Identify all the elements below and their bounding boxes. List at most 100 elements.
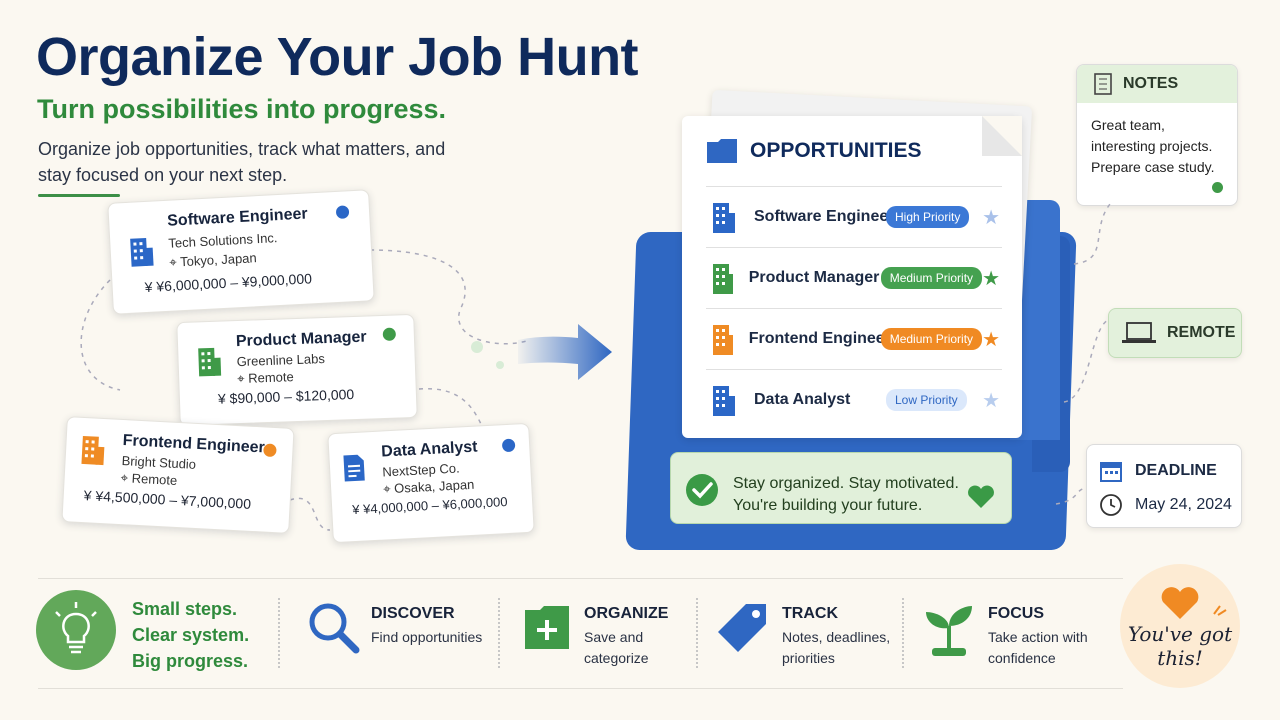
notebook-icon — [1094, 73, 1112, 95]
tagline-line: Small steps. — [132, 599, 238, 619]
lightbulb-icon — [36, 590, 116, 670]
page-subtitle: Turn possibilities into progress. — [37, 94, 447, 124]
building-icon — [198, 347, 222, 377]
separator — [278, 598, 280, 668]
job-card[interactable]: Frontend Engineer Bright Studio ⌖ Remote… — [61, 416, 295, 534]
clock-icon — [1100, 494, 1122, 516]
sprout-icon — [926, 606, 972, 656]
feature-text: Find opportunities — [371, 629, 483, 645]
banner-line2: You're building your future. — [733, 497, 923, 514]
star-icon[interactable]: ★ — [982, 389, 1000, 412]
opportunity-row[interactable]: Data Analyst Low Priority ★ — [706, 369, 1002, 430]
encouragement-line: You've got — [1127, 622, 1233, 646]
money-icon: ¥ — [144, 278, 157, 296]
money-icon: ¥ — [351, 501, 364, 518]
job-location: Tokyo, Japan — [179, 250, 258, 270]
job-title: Product Manager — [235, 328, 367, 351]
folder-icon — [707, 139, 737, 163]
job-card[interactable]: Data Analyst NextStep Co. ⌖ Osaka, Japan… — [327, 422, 535, 544]
folder-plus-icon — [525, 606, 569, 649]
separator — [696, 598, 698, 668]
feature-text: Save and categorize — [584, 629, 649, 666]
location-pin-icon: ⌖ — [382, 480, 395, 497]
heart-icon — [968, 485, 994, 508]
deadline-card[interactable]: DEADLINE May 24, 2024 — [1086, 444, 1242, 528]
divider — [38, 578, 1123, 579]
feature-focus: FOCUS Take action with confidence — [988, 605, 1108, 669]
location-pin-icon: ⌖ — [237, 370, 249, 387]
page-title: Organize Your Job Hunt — [36, 27, 639, 87]
job-card[interactable]: Product Manager Greenline Labs ⌖ Remote … — [176, 313, 418, 427]
feature-discover: DISCOVER Find opportunities — [371, 605, 491, 648]
star-icon[interactable]: ★ — [982, 206, 1000, 229]
laptop-icon — [1122, 322, 1156, 343]
job-card[interactable]: Software Engineer Tech Solutions Inc. ⌖ … — [107, 189, 375, 315]
opportunity-title: Data Analyst — [754, 391, 851, 408]
banner-line1: Stay organized. Stay motivated. — [733, 475, 959, 492]
opportunity-title: Frontend Engineer — [748, 330, 891, 347]
feature-text: Take action with confidence — [988, 629, 1088, 666]
building-icon — [713, 325, 733, 355]
feature-heading: TRACK — [782, 605, 838, 622]
deadline-heading: DEADLINE — [1135, 462, 1217, 479]
money-icon: ¥ — [217, 390, 230, 407]
magnifier-icon — [309, 603, 360, 654]
heart-icon — [1161, 587, 1199, 619]
priority-badge: Medium Priority — [880, 267, 983, 289]
priority-badge: High Priority — [886, 206, 970, 228]
deadline-date: May 24, 2024 — [1135, 496, 1232, 513]
opportunities-heading: OPPORTUNITIES — [750, 139, 922, 162]
star-icon[interactable]: ★ — [982, 267, 1000, 290]
notes-heading: NOTES — [1123, 75, 1179, 92]
encouragement-badge: You've got this! — [1120, 564, 1240, 688]
page-description: Organize job opportunities, track what m… — [38, 139, 446, 185]
opportunity-title: Product Manager — [748, 269, 880, 286]
motivation-banner: Stay organized. Stay motivated. You're b… — [670, 452, 1012, 524]
tagline-line: Clear system. — [132, 625, 250, 645]
money-icon: ¥ — [83, 487, 96, 504]
divider — [38, 194, 120, 197]
check-circle-icon — [686, 474, 718, 506]
notes-line: Great team, — [1091, 117, 1165, 133]
tagline: Small steps. Clear system. Big progress. — [132, 596, 249, 674]
tag-icon — [718, 604, 766, 652]
dashed-connectors — [80, 249, 531, 531]
remote-tag[interactable]: REMOTE — [1108, 308, 1242, 358]
job-location: Osaka, Japan — [393, 476, 475, 496]
job-location: Remote — [131, 470, 178, 488]
star-icon[interactable]: ★ — [982, 328, 1000, 351]
tagline-line: Big progress. — [132, 651, 249, 671]
location-pin-icon: ⌖ — [120, 470, 133, 486]
feature-heading: ORGANIZE — [584, 605, 669, 622]
notes-line: Prepare case study. — [1091, 159, 1215, 175]
feature-text: Notes, deadlines, priorities — [782, 629, 891, 666]
opportunity-title: Software Engineer — [754, 208, 895, 225]
sparkle-icon — [1213, 605, 1227, 616]
right-connectors — [1055, 203, 1111, 505]
building-icon — [130, 237, 154, 267]
job-salary: ¥6,000,000 – ¥9,000,000 — [155, 270, 313, 295]
calendar-icon — [1100, 462, 1122, 482]
feature-heading: DISCOVER — [371, 605, 455, 622]
feature-heading: FOCUS — [988, 605, 1044, 622]
feature-organize: ORGANIZE Save and categorize — [584, 605, 684, 669]
job-salary: $90,000 – $120,000 — [229, 386, 355, 407]
document-icon — [343, 454, 365, 482]
priority-badge: Low Priority — [886, 389, 967, 411]
building-icon — [713, 264, 733, 294]
job-location: Remote — [247, 369, 294, 386]
separator — [498, 598, 500, 668]
arrow-right-icon — [518, 324, 612, 380]
page-fold — [982, 116, 1022, 156]
divider — [38, 688, 1123, 689]
notes-line: interesting projects. — [1091, 138, 1213, 154]
feature-track: TRACK Notes, deadlines, priorities — [782, 605, 892, 669]
building-icon — [713, 203, 735, 233]
building-icon — [713, 386, 735, 416]
status-dot — [1212, 182, 1223, 193]
notes-card[interactable]: NOTES Great team, interesting projects. … — [1076, 64, 1238, 206]
